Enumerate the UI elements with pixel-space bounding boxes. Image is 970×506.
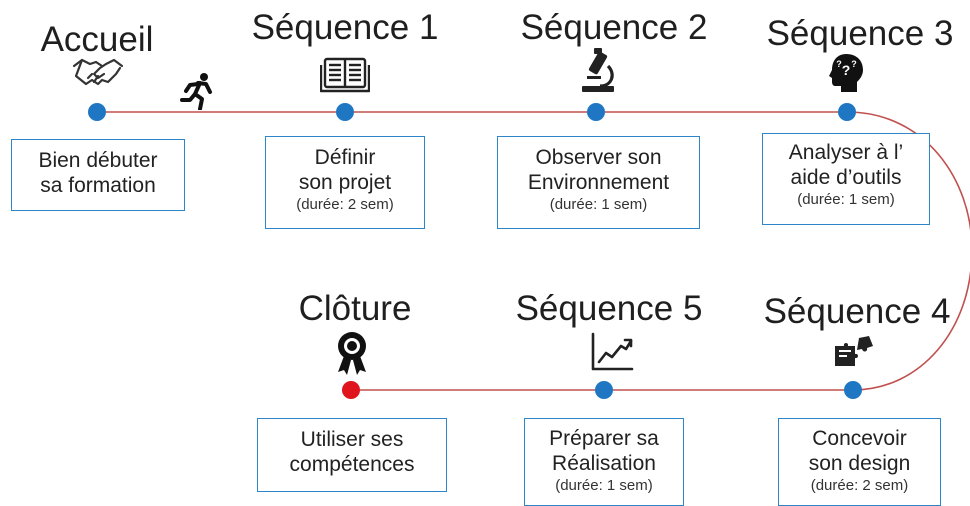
- station-dot-seq3[interactable]: [838, 103, 856, 121]
- station-title-accueil: Accueil: [40, 20, 154, 59]
- box-line-2: son projet: [298, 171, 392, 194]
- box-line-2: Réalisation: [552, 452, 656, 475]
- station-box-cloture[interactable]: Utiliser ses compétences: [257, 418, 447, 492]
- svg-text:?: ?: [836, 59, 842, 69]
- box-line-2: compétences: [289, 453, 415, 476]
- box-line-1: Utiliser ses: [300, 428, 404, 451]
- running-person-icon: [180, 73, 212, 110]
- svg-text:?: ?: [851, 59, 857, 69]
- station-title-seq5: Séquence 5: [515, 289, 703, 328]
- station-title-seq4: Séquence 4: [763, 292, 951, 331]
- box-duration: (durée: 1 sem): [797, 191, 895, 208]
- station-box-seq2[interactable]: Observer son Environnement (durée: 1 sem…: [497, 136, 700, 229]
- box-line-1: Définir: [314, 146, 376, 169]
- station-dot-cloture[interactable]: [342, 381, 360, 399]
- puzzle-icon: [835, 336, 873, 366]
- station-title-seq1: Séquence 1: [251, 8, 439, 47]
- station-box-seq1[interactable]: Définir son projet (durée: 2 sem): [265, 136, 425, 229]
- box-line-2: Environnement: [527, 171, 670, 194]
- station-title-cloture: Clôture: [298, 289, 412, 328]
- growth-chart-icon: [591, 332, 634, 371]
- box-duration: (durée: 2 sem): [296, 196, 394, 213]
- open-book-icon: [320, 57, 370, 93]
- box-line-1: Bien débuter: [38, 149, 158, 172]
- station-title-seq2: Séquence 2: [520, 8, 708, 47]
- handshake-icon: [72, 58, 124, 86]
- station-box-seq3[interactable]: Analyser à l’ aide d’outils (durée: 1 se…: [762, 133, 930, 225]
- station-dot-seq2[interactable]: [587, 103, 605, 121]
- box-duration: (durée: 1 sem): [549, 196, 648, 213]
- box-line-2: sa formation: [40, 174, 156, 197]
- microscope-icon: [582, 48, 614, 92]
- svg-text:?: ?: [842, 62, 851, 78]
- station-box-accueil[interactable]: Bien débuter sa formation: [11, 139, 185, 211]
- thinking-head-icon: ? ? ?: [829, 54, 863, 92]
- station-dot-accueil[interactable]: [88, 103, 106, 121]
- station-title-seq3: Séquence 3: [766, 14, 954, 53]
- station-dot-seq4[interactable]: [844, 381, 862, 399]
- award-ribbon-icon: [338, 332, 366, 375]
- station-dot-seq1[interactable]: [336, 103, 354, 121]
- station-box-seq4[interactable]: Concevoir son design (durée: 2 sem): [778, 418, 941, 506]
- station-box-seq5[interactable]: Préparer sa Réalisation (durée: 1 sem): [524, 418, 684, 506]
- box-line-1: Préparer sa: [549, 427, 659, 450]
- box-line-2: son design: [808, 452, 911, 475]
- box-duration: (durée: 2 sem): [810, 477, 909, 494]
- box-duration: (durée: 1 sem): [555, 477, 653, 494]
- station-dot-seq5[interactable]: [595, 381, 613, 399]
- box-line-2: aide d’outils: [790, 166, 902, 189]
- box-line-1: Concevoir: [812, 427, 907, 450]
- box-line-1: Analyser à l’: [788, 141, 904, 164]
- box-line-1: Observer son: [535, 146, 662, 169]
